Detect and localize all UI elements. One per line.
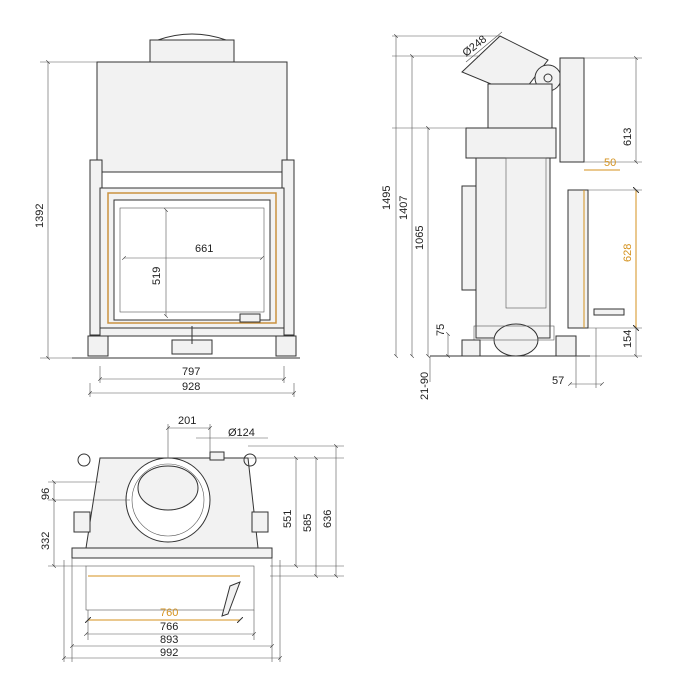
front-flue-collar <box>149 39 235 65</box>
door-frame-gold <box>107 192 277 324</box>
dim-height-1495: 1495 <box>381 186 393 210</box>
dim-57: 57 <box>552 375 564 387</box>
dim-inlet-diameter: Ø124 <box>228 427 255 439</box>
front-view: 661 519 797 928 1392 <box>34 33 300 397</box>
dim-760: 760 <box>160 607 178 619</box>
dim-height-total: 1392 <box>34 204 46 228</box>
front-hood <box>96 61 288 173</box>
dim-636: 636 <box>322 510 334 528</box>
door-handle <box>239 313 261 323</box>
top-door-area <box>85 565 255 611</box>
dim-628: 628 <box>622 244 634 262</box>
front-glass <box>113 199 271 321</box>
top-handle <box>221 581 241 617</box>
dim-height-1065: 1065 <box>414 226 426 250</box>
dim-height-613: 613 <box>622 128 634 146</box>
dim-96: 96 <box>40 488 52 500</box>
dim-585: 585 <box>302 514 314 532</box>
dim-height-1407: 1407 <box>398 196 410 220</box>
dim-332: 332 <box>40 532 52 550</box>
dim-width-outer: 928 <box>182 381 200 393</box>
dim-766: 766 <box>160 621 178 633</box>
dim-893: 893 <box>160 634 178 646</box>
side-handle <box>593 308 625 316</box>
dim-50: 50 <box>604 157 616 169</box>
dim-551: 551 <box>282 510 294 528</box>
dim-height-75: 75 <box>435 324 447 336</box>
dim-201: 201 <box>178 415 196 427</box>
dim-154: 154 <box>622 330 634 348</box>
dim-height-range: 21-90 <box>419 372 431 400</box>
top-view: 201 Ø124 96 332 551 585 636 760 766 893 <box>40 415 344 662</box>
side-body <box>475 157 551 339</box>
dim-width-inner: 797 <box>182 366 200 378</box>
dim-glass-width: 661 <box>195 243 213 255</box>
side-view: 1495 1407 1065 75 21-90 Ø248 613 50 628 … <box>381 31 642 400</box>
dim-glass-height: 519 <box>151 267 163 285</box>
dim-992: 992 <box>160 647 178 659</box>
